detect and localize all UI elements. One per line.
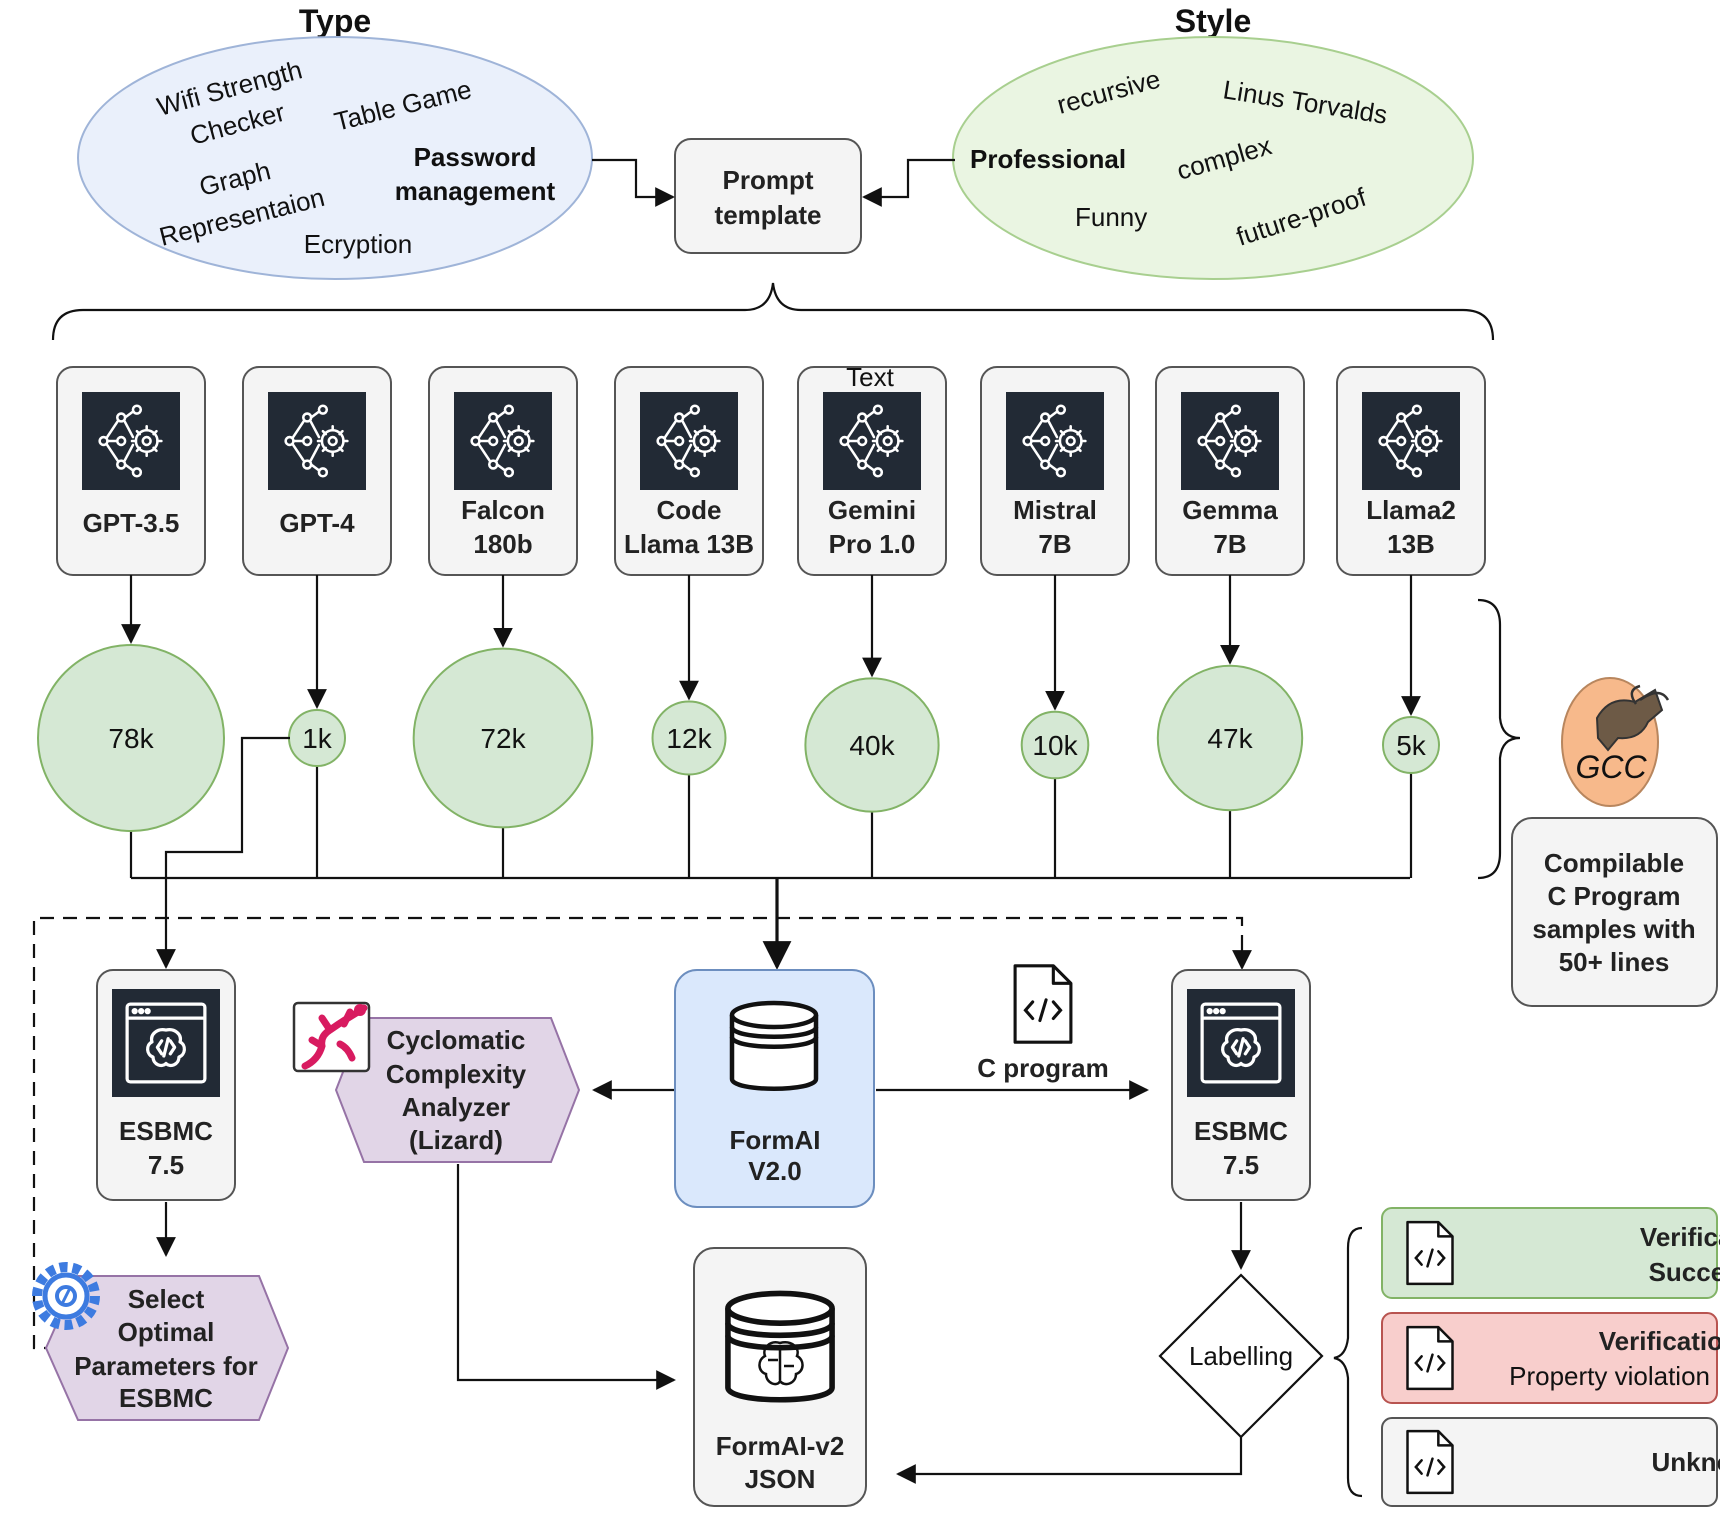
c-program-label: C program — [977, 1053, 1108, 1083]
model-name-line2: 7B — [1213, 529, 1246, 559]
model-name-line1: Falcon — [461, 495, 545, 525]
select-params-line2: Optimal — [118, 1317, 215, 1347]
outcome-unknown-label: Unknown — [1652, 1447, 1720, 1477]
arrow-style-to-prompt — [864, 160, 955, 197]
gcc-logo: GCC — [1562, 678, 1668, 806]
type-word-ecryption: Ecryption — [304, 229, 412, 259]
lizard-icon — [294, 1003, 369, 1071]
prompt-template-box — [675, 139, 861, 253]
compilable-line2: C Program — [1548, 881, 1681, 911]
model-name-line2: Llama 13B — [624, 529, 754, 559]
outcome-success-line1: Verification — [1640, 1222, 1720, 1252]
style-heading: Style — [1175, 3, 1251, 39]
sample-count-label: 78k — [108, 723, 154, 754]
ai-model-icon — [1006, 392, 1104, 490]
model-name-line1: Code — [657, 495, 722, 525]
esbmc-right-icon — [1187, 989, 1295, 1097]
compilable-box — [1512, 818, 1717, 1006]
sample-count-label: 12k — [666, 723, 712, 754]
esbmc-left-line1: ESBMC — [119, 1116, 213, 1146]
labelling-label: Labelling — [1189, 1341, 1293, 1371]
select-params-line1: Select — [128, 1284, 205, 1314]
ai-model-icon — [268, 392, 366, 490]
formai-db-icon — [732, 1003, 816, 1089]
esbmc-left-icon — [112, 989, 220, 1097]
model-name-line1: Gemini — [828, 495, 916, 525]
outcome-failed-line1: Verification Failed — [1599, 1326, 1720, 1356]
compilable-line1: Compilable — [1544, 848, 1684, 878]
model-box: Gemma 7B — [1156, 367, 1304, 575]
ai-model-icon — [1362, 392, 1460, 490]
model-name-line2: Pro 1.0 — [829, 529, 916, 559]
prompt-template-line1: Prompt — [723, 165, 814, 195]
model-name-line1: Mistral — [1013, 495, 1097, 525]
model-box: Mistral 7B — [981, 367, 1129, 575]
prompt-template-line2: template — [715, 200, 822, 230]
esbmc-left-line2: 7.5 — [148, 1150, 184, 1180]
arrow-labelling-to-json — [898, 1437, 1241, 1474]
sample-count-label: 5k — [1396, 730, 1427, 761]
sample-count-label: 40k — [849, 730, 895, 761]
outcome-success-line2: Succesful — [1649, 1257, 1720, 1287]
sample-count-label: 47k — [1207, 723, 1253, 754]
ai-model-icon — [1181, 392, 1279, 490]
style-word-funny: Funny — [1075, 202, 1147, 232]
type-heading: Type — [299, 3, 371, 39]
lizard-line2: Complexity — [386, 1059, 527, 1089]
outcome-brace — [1334, 1228, 1362, 1496]
gcc-label: GCC — [1575, 749, 1647, 785]
model-box: Llama2 13B — [1337, 367, 1485, 575]
ai-model-icon — [640, 392, 738, 490]
type-word-password-1: Password — [414, 142, 537, 172]
sample-count-label: 10k — [1032, 730, 1078, 761]
sample-count-label: 72k — [480, 723, 526, 754]
style-word-professional: Professional — [970, 144, 1126, 174]
model-box: Falcon 180b — [429, 367, 577, 575]
outcome-unknown-icon — [1408, 1431, 1453, 1493]
sample-circles: 78k 1k 72k 12k 40k 10k 47k 5k — [38, 575, 1439, 878]
esbmc-right-line1: ESBMC — [1194, 1116, 1288, 1146]
outcome-failed-icon — [1408, 1327, 1453, 1389]
model-name-line1: Llama2 — [1366, 495, 1456, 525]
model-extra-text: Text — [846, 362, 894, 392]
sample-count-label: 1k — [302, 723, 333, 754]
code-file-icon — [1015, 966, 1071, 1042]
esbmc-right-line2: 7.5 — [1223, 1150, 1259, 1180]
ai-model-icon — [823, 392, 921, 490]
arrow-lizard-to-json — [458, 1164, 674, 1380]
select-params-line3: Parameters for — [74, 1351, 258, 1381]
formai-line1: FormAI — [730, 1125, 821, 1155]
model-name-line1: GPT-3.5 — [83, 508, 180, 538]
ai-model-icon — [454, 392, 552, 490]
ai-model-icon — [82, 392, 180, 490]
compilable-line3: samples with — [1532, 914, 1695, 944]
formai-line2: V2.0 — [748, 1156, 802, 1186]
model-name-line1: Gemma — [1182, 495, 1278, 525]
outcome-failed-line2: Property violation — [1509, 1361, 1710, 1391]
arrow-type-to-prompt — [592, 160, 673, 197]
model-name-line2: 180b — [473, 529, 532, 559]
model-name-line1: GPT-4 — [279, 508, 355, 538]
top-brace — [53, 283, 1493, 340]
json-line1: FormAI-v2 — [716, 1431, 845, 1461]
outcome-success-icon — [1408, 1222, 1453, 1284]
json-line2: JSON — [745, 1464, 816, 1494]
model-name-line2: 7B — [1038, 529, 1071, 559]
lizard-line4: (Lizard) — [409, 1125, 503, 1155]
model-box: GPT-4 — [243, 367, 391, 575]
lizard-line3: Analyzer — [402, 1092, 510, 1122]
type-word-password-2: management — [395, 176, 556, 206]
model-name-line2: 13B — [1387, 529, 1435, 559]
model-box: GPT-3.5 — [57, 367, 205, 575]
compilable-line4: 50+ lines — [1559, 947, 1670, 977]
lizard-line1: Cyclomatic — [387, 1025, 526, 1055]
select-params-line4: ESBMC — [119, 1383, 213, 1413]
